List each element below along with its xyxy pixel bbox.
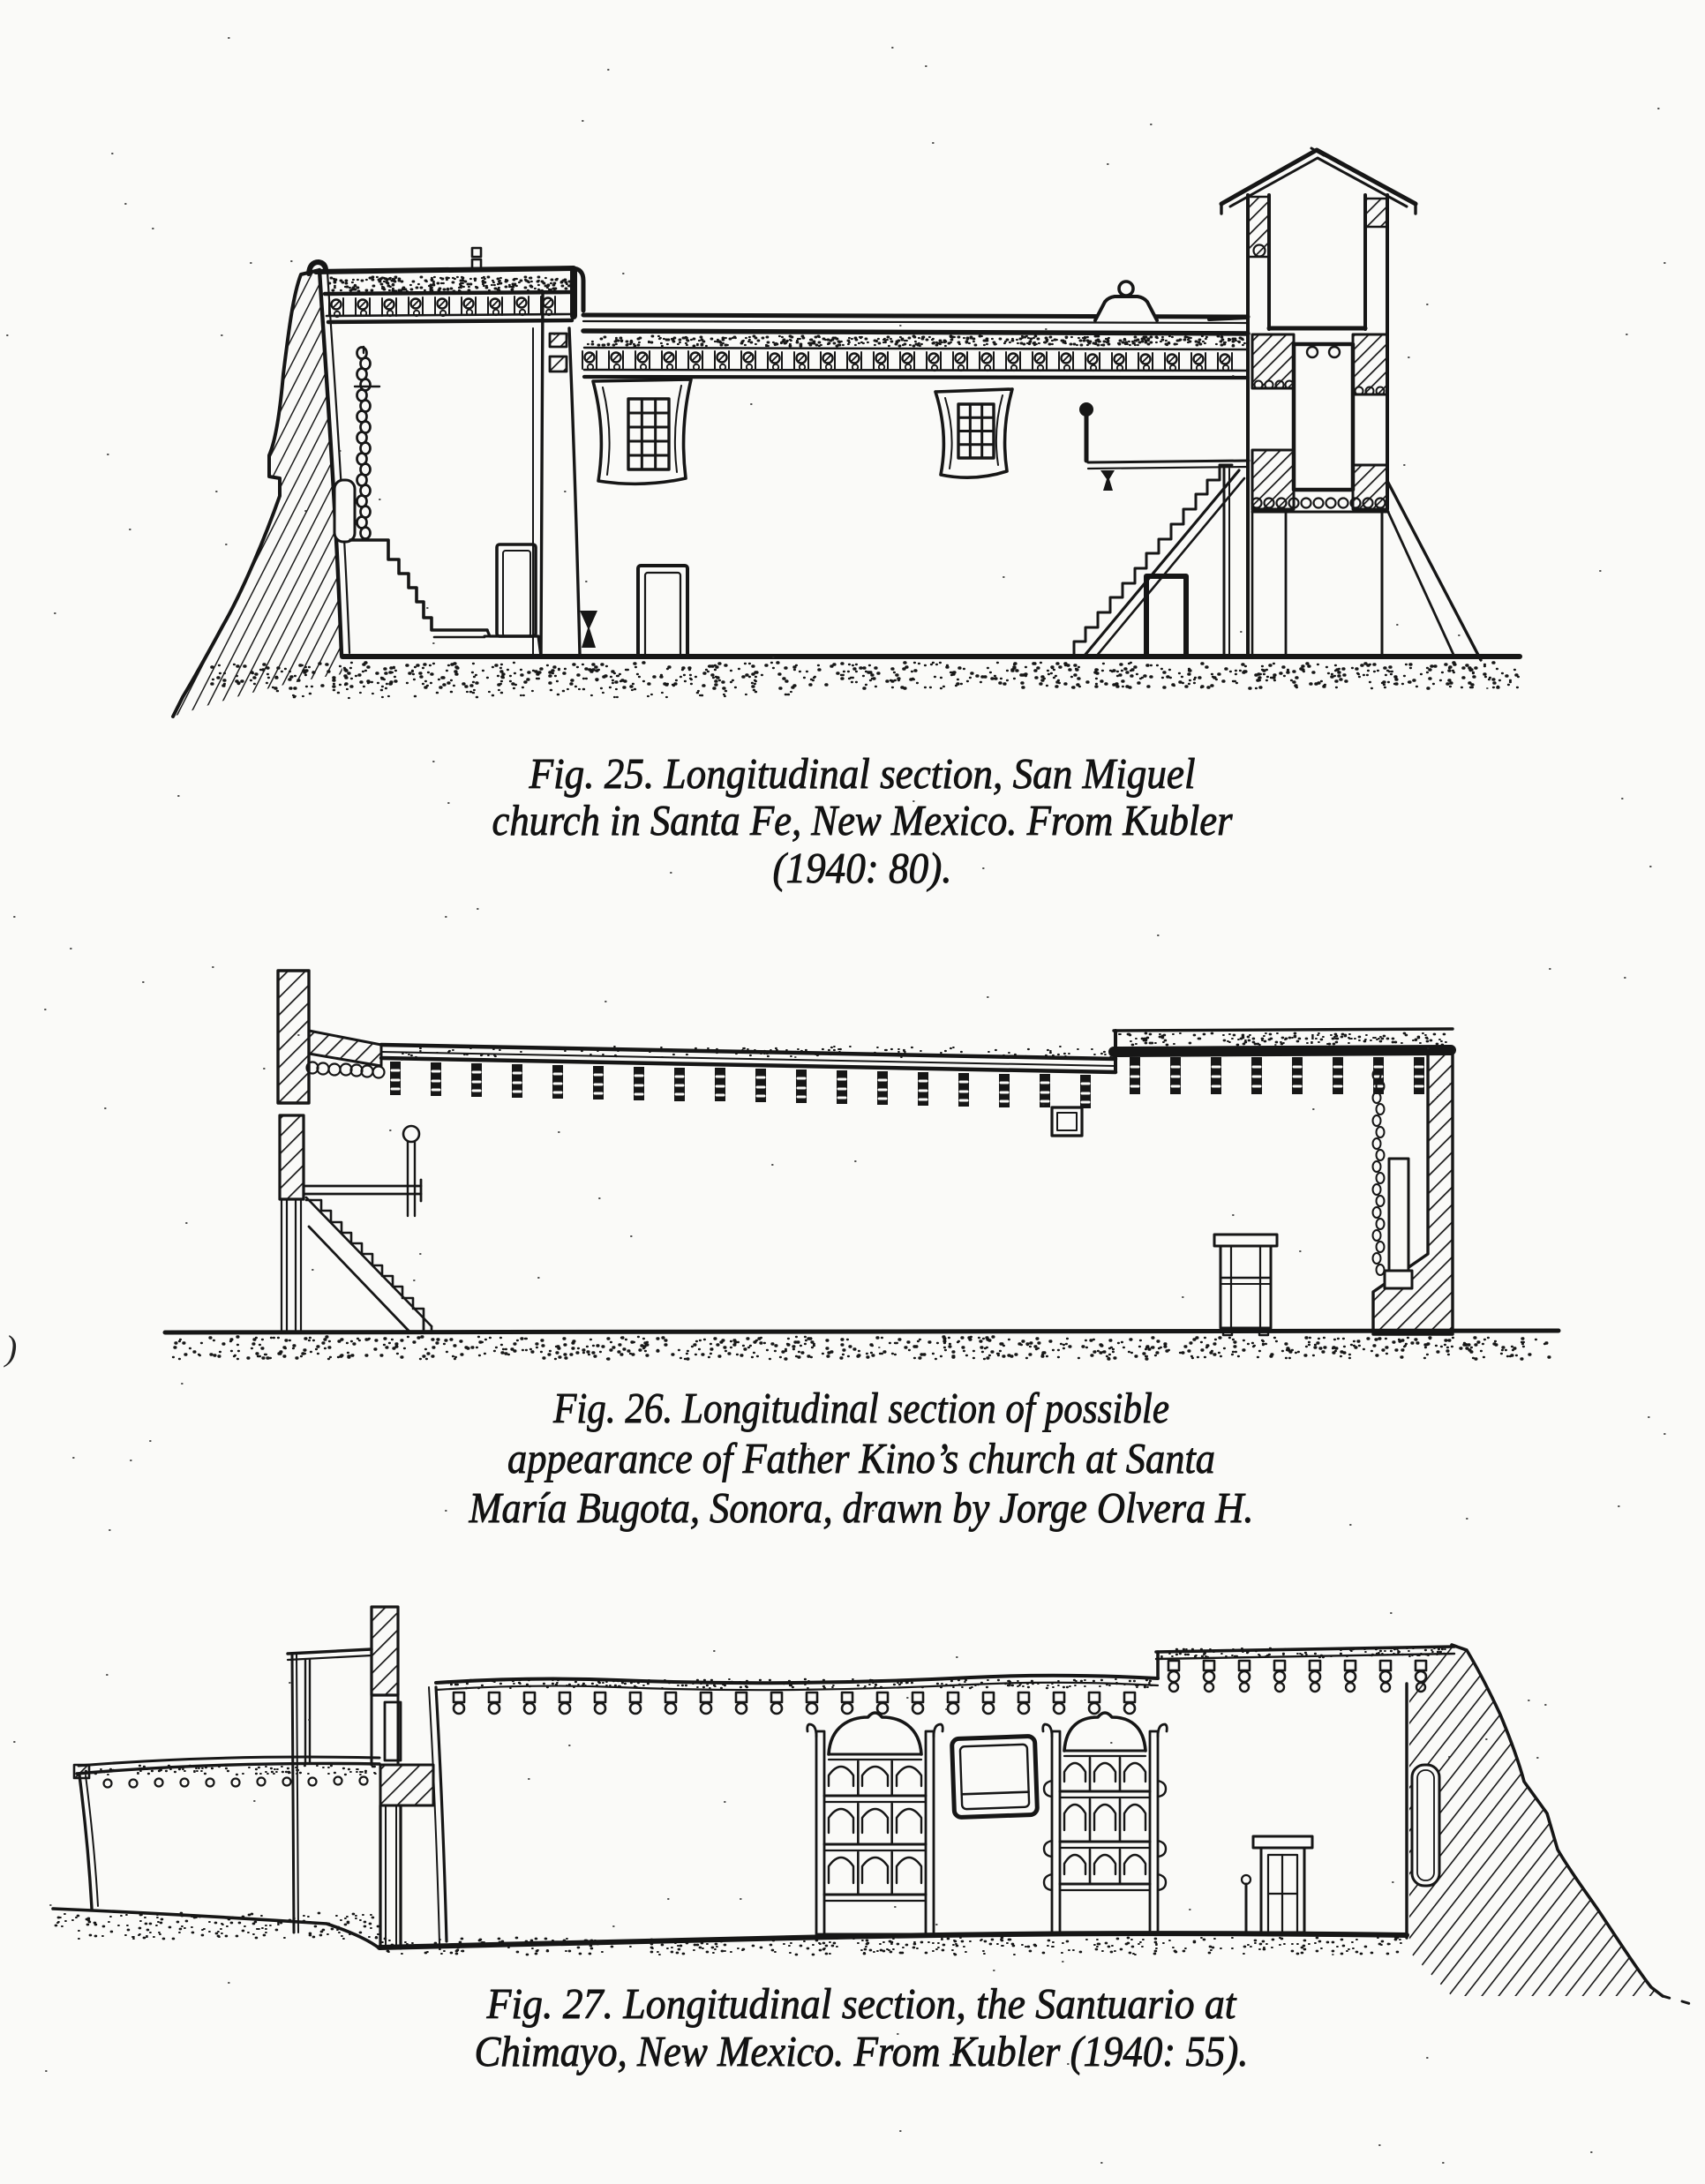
svg-text:(1940: 80).: (1940: 80). (773, 844, 952, 892)
svg-text:Chimayo, New Mexico. From Kubl: Chimayo, New Mexico. From Kubler (1940: … (475, 2027, 1249, 2075)
svg-text:church in Santa Fe, New Mexico: church in Santa Fe, New Mexico. From Kub… (492, 796, 1234, 844)
svg-text:Fig. 25. Longitudinal section,: Fig. 25. Longitudinal section, San Migue… (529, 749, 1196, 798)
svg-text:appearance of Father Kino’s ch: appearance of Father Kino’s church at Sa… (507, 1434, 1215, 1482)
svg-text:Fig. 26. Longitudinal section: Fig. 26. Longitudinal section of possibl… (552, 1384, 1169, 1432)
svg-text:Fig. 27. Longitudinal section,: Fig. 27. Longitudinal section, the Santu… (486, 1979, 1237, 2028)
svg-text:María Bugota, Sonora, drawn by: María Bugota, Sonora, drawn by Jorge Olv… (469, 1483, 1254, 1532)
svg-text:): ) (4, 1328, 17, 1368)
